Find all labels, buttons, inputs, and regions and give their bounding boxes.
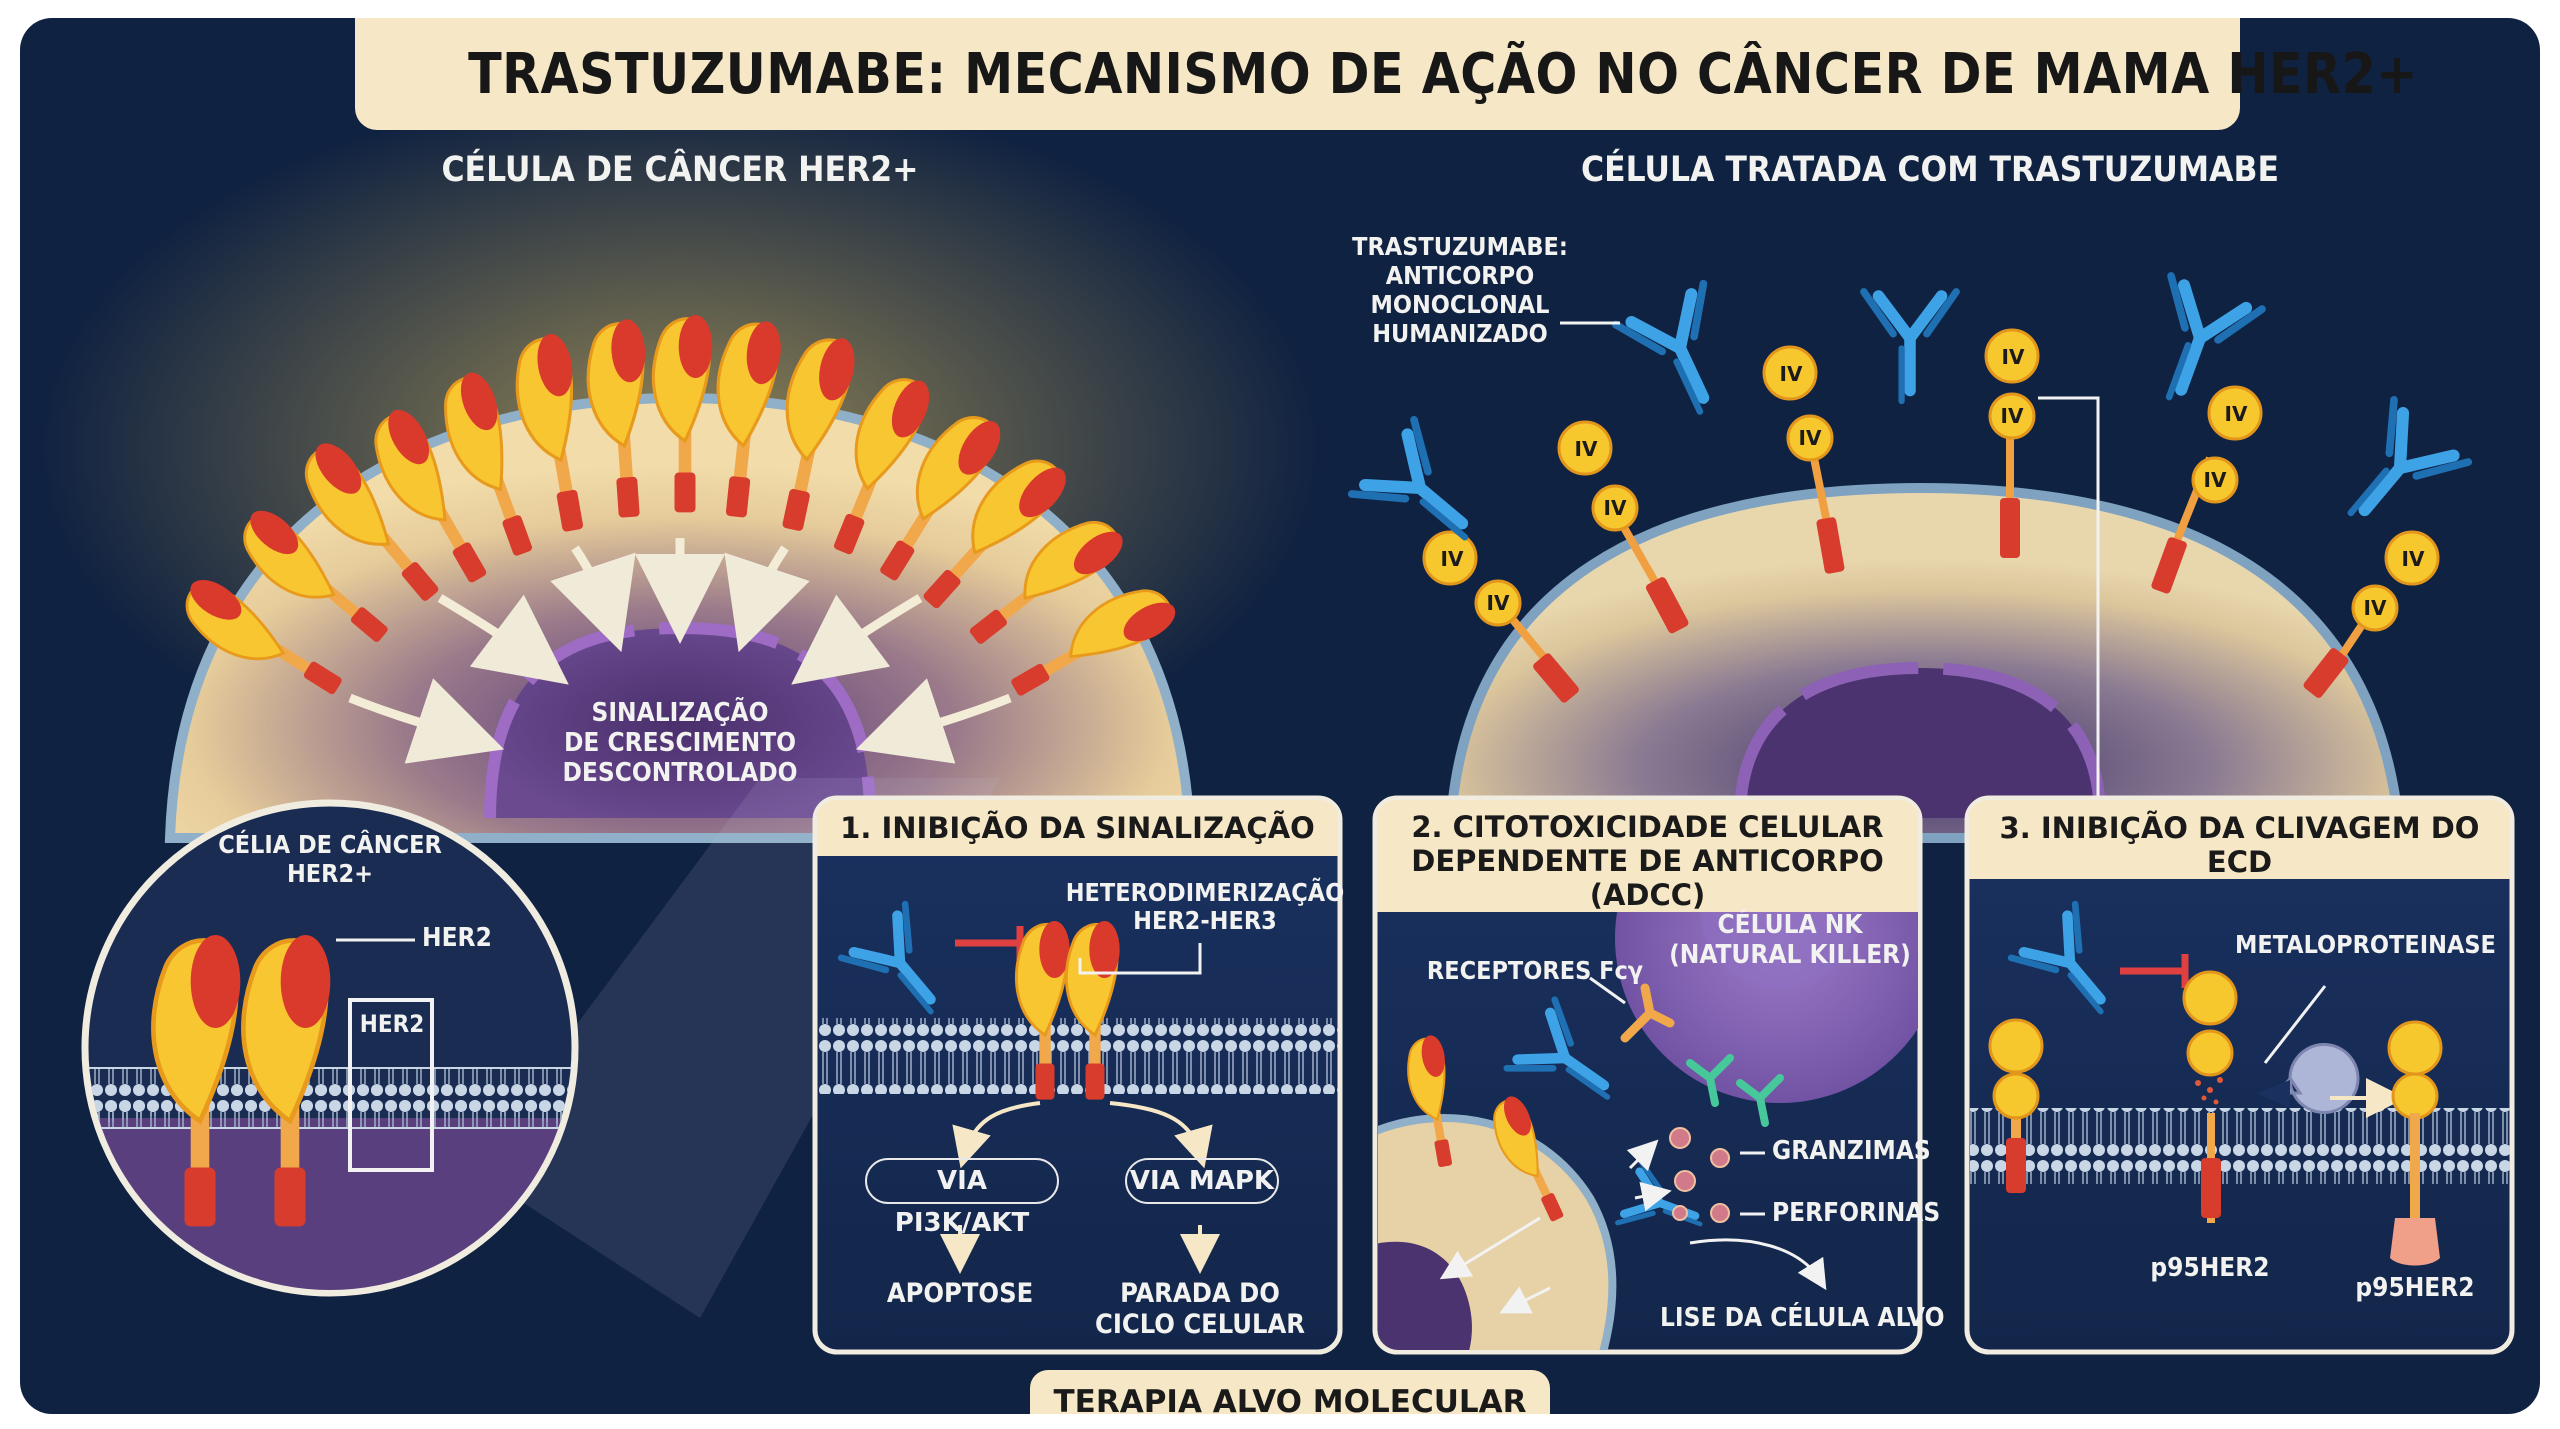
panel-2-title-line-2: DEPENDENTE DE ANTICORPO (ADCC) (1377, 844, 1918, 912)
dimer-label-line-1: HETERODIMERIZAÇÃO (1065, 878, 1345, 907)
diagram-artwork: IV IV IV IV IV IV IV IV IV IV IV IV (40, 88, 2515, 1355)
result-cell-cycle-line-2: CICLO CELULAR (1095, 1309, 1305, 1340)
p95her2-label-a: p95HER2 (2150, 1253, 2270, 1283)
svg-text:IV: IV (2204, 468, 2227, 492)
zoom-label-line-1: CÉLIA DE CÂNCER (218, 830, 442, 859)
nucleus-label-line-2: DE CRESCIMENTO (563, 728, 797, 758)
svg-text:IV: IV (2364, 596, 2387, 620)
svg-text:IV: IV (1441, 547, 1464, 571)
fc-receptors-label: RECEPTORES Fcγ (1426, 956, 1644, 985)
panel-3-frame (1964, 795, 2515, 1355)
zoom-box-label: HER2 (359, 1010, 425, 1038)
pathway-pi3k-akt: VIA PI3K/AKT (865, 1158, 1059, 1238)
svg-text:IV: IV (2002, 345, 2025, 369)
svg-text:IV: IV (1575, 437, 1598, 461)
result-cell-cycle-line-1: PARADA DO (1120, 1278, 1280, 1309)
svg-text:IV: IV (2225, 402, 2248, 426)
svg-text:IV: IV (1604, 496, 1627, 520)
nucleus-label-line-3: DESCONTROLADO (562, 758, 798, 788)
result-apoptosis: APOPTOSE (886, 1278, 1034, 1309)
svg-text:IV: IV (2402, 547, 2425, 571)
antibody-label-line-1: TRASTUZUMABE: (1352, 232, 1568, 261)
pathway-mapk: VIA MAPK (1125, 1158, 1279, 1204)
perforins-label: PERFORINAS (1772, 1198, 1941, 1228)
left-cell-heading: CÉLULA DE CÂNCER HER2+ (441, 150, 919, 190)
svg-text:IV: IV (1487, 591, 1510, 615)
nucleus-label-line-1: SINALIZAÇÃO (591, 698, 769, 728)
metalloproteinase-label: METALOPROTEINASE (2235, 930, 2496, 959)
nk-cell-label-line-2: (NATURAL KILLER) (1669, 940, 1911, 970)
right-cell-heading: CÉLULA TRATADA COM TRASTUZUMABE (1580, 150, 2279, 190)
svg-text:IV: IV (1780, 362, 1803, 386)
title-banner (355, 18, 2240, 130)
treated-cell (1444, 482, 2406, 843)
svg-text:IV: IV (1799, 426, 1822, 450)
footer-badge: TERAPIA ALVO MOLECULAR (1030, 1370, 1550, 1414)
page-title: TRASTUZUMABE: MECANISMO DE AÇÃO NO CÂNCE… (468, 42, 2418, 107)
target-lysis-label: LISE DA CÉLULA ALVO (1660, 1303, 1945, 1333)
zoom-label-line-2: HER2+ (286, 859, 373, 888)
dimer-label-line-2: HER2-HER3 (1133, 906, 1277, 935)
svg-text:IV: IV (2001, 404, 2024, 428)
antibody-label-line-4: HUMANIZADO (1372, 319, 1548, 348)
diagram-board: IV IV IV IV IV IV IV IV IV IV IV IV (20, 18, 2540, 1414)
granzymes-label: GRANZIMAS (1772, 1136, 1931, 1166)
nk-cell-label-line-1: CÉLULA NK (1717, 910, 1863, 940)
zoom-her2-label: HER2 (422, 923, 492, 953)
antibody-label-line-2: ANTICORPO (1385, 261, 1535, 290)
antibody-receptor-complexes: IV IV IV IV IV IV IV IV IV IV IV IV (1352, 276, 2468, 796)
panel-3-title: 3. INIBIÇÃO DA CLIVAGEM DO ECD (1969, 811, 2510, 879)
panel-2-title-line-1: 2. CITOTOXICIDADE CELULAR (1377, 810, 1918, 844)
panel-1-title: 1. INIBIÇÃO DA SINALIZAÇÃO (817, 811, 1338, 845)
p95her2-label-b: p95HER2 (2355, 1273, 2475, 1303)
antibody-label-line-3: MONOCLONAL (1370, 290, 1550, 319)
signal-arrows (348, 538, 1012, 764)
